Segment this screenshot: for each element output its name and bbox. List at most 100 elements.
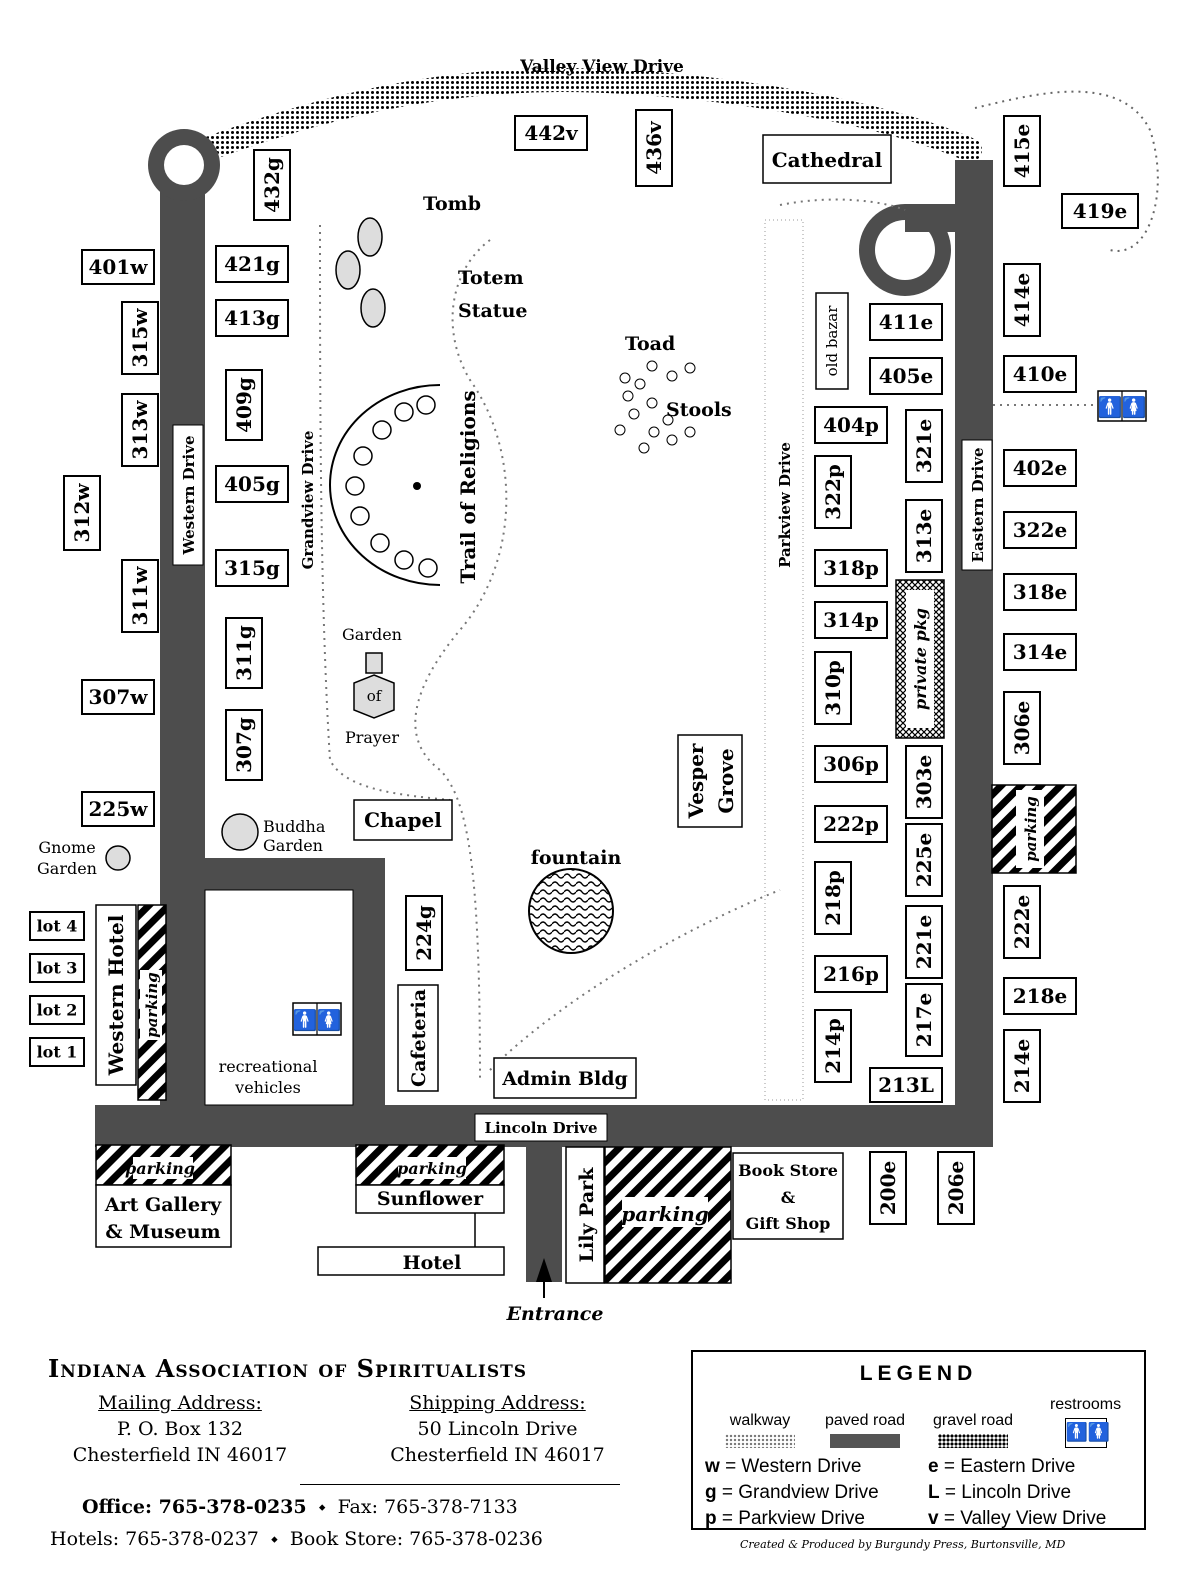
lot-box-e225 bbox=[905, 823, 943, 897]
hotel-label: Hotel bbox=[403, 1252, 462, 1274]
lot-label-p404: 404p bbox=[823, 413, 879, 437]
lot-label-e313: 313e bbox=[912, 509, 936, 563]
lot-box-w311 bbox=[121, 559, 159, 633]
label-bg bbox=[140, 970, 162, 1040]
legend-gravel: gravel road bbox=[923, 1412, 1023, 1448]
fountain-mark bbox=[528, 868, 614, 954]
lot-box-w307 bbox=[81, 679, 155, 715]
lot-box-p222 bbox=[814, 805, 888, 843]
legend-e-text: = Eastern Drive bbox=[943, 1456, 1076, 1477]
western-hotel-label: Western Hotel bbox=[104, 914, 128, 1076]
tomb-stone bbox=[357, 217, 383, 257]
trail-of-religions-stations bbox=[345, 395, 438, 578]
parking-label-art: parking bbox=[125, 1159, 195, 1178]
lot-label-g311: 311g bbox=[232, 625, 256, 681]
tomb-stone bbox=[335, 250, 361, 290]
stools-label: Stools bbox=[666, 399, 732, 421]
bullet-icon: ⬩ bbox=[264, 1528, 284, 1550]
shipping-address-label: Shipping Address: bbox=[409, 1392, 586, 1414]
entrance-label: Entrance bbox=[506, 1303, 604, 1325]
valley-view-drive-road bbox=[193, 67, 982, 162]
shipping-address-line-1: 50 Lincoln Drive bbox=[417, 1418, 578, 1440]
lot-label-g409: 409g bbox=[232, 377, 256, 433]
lot-label-p322: 322p bbox=[821, 464, 845, 520]
grove-label: Grove bbox=[714, 748, 738, 813]
cafeteria-label: Cafeteria bbox=[408, 989, 430, 1087]
parking-label-lily: parking bbox=[621, 1202, 708, 1226]
admin-bldg-label: Admin Bldg bbox=[501, 1068, 628, 1090]
lot-label-w225: 225w bbox=[89, 797, 149, 821]
legend-walkway: walkway bbox=[715, 1412, 805, 1448]
lot-box-g432 bbox=[253, 149, 291, 221]
lot-label-e303: 303e bbox=[912, 755, 936, 809]
parking-label-sunflower: parking bbox=[397, 1159, 467, 1178]
book-store-building bbox=[732, 1152, 844, 1240]
chapel-label: Chapel bbox=[364, 808, 442, 832]
art-gallery-building bbox=[95, 1184, 232, 1248]
garden-label-of: of bbox=[367, 687, 383, 705]
lot-box-p322 bbox=[814, 455, 852, 529]
eastern-roundabout-link bbox=[905, 204, 965, 232]
lot-label-e217: 217e bbox=[912, 993, 936, 1047]
lot-label-e405: 405e bbox=[879, 364, 933, 388]
mailing-address: Mailing Address: P. O. Box 132 Chesterfi… bbox=[60, 1392, 300, 1466]
label-bg bbox=[622, 1197, 708, 1227]
lot-label-g421: 421g bbox=[224, 252, 280, 276]
restrooms-icon: 🚹🚺 bbox=[1064, 1418, 1110, 1448]
lot-box-g421 bbox=[215, 245, 289, 283]
lot-label-e314: 314e bbox=[1013, 640, 1067, 664]
gnome-garden-label-1: Gnome bbox=[38, 838, 95, 857]
lot-box-lot2 bbox=[29, 995, 85, 1025]
cathedral-building bbox=[762, 134, 892, 184]
lot-box-w313 bbox=[121, 393, 159, 467]
lot-box-e214 bbox=[1003, 1029, 1041, 1103]
trail-center-point bbox=[413, 482, 421, 490]
walkway-east-loop bbox=[974, 90, 1159, 252]
lot-box-v442 bbox=[514, 115, 588, 151]
lot-box-g409 bbox=[225, 369, 263, 441]
gravel-swatch bbox=[938, 1434, 1008, 1448]
legend-L-key: L bbox=[928, 1482, 940, 1503]
lot-box-e313 bbox=[905, 499, 943, 573]
organization-name: Indiana Association of Spiritualists bbox=[48, 1354, 528, 1383]
toad-label: Toad bbox=[625, 333, 675, 355]
old-bazar-box bbox=[815, 292, 849, 390]
lot-label-e321: 321e bbox=[912, 419, 936, 473]
parkview-walkway bbox=[764, 219, 804, 1101]
lot-label-e306: 306e bbox=[1010, 701, 1034, 755]
svg-text:🚺: 🚺 bbox=[1122, 395, 1147, 419]
lot-label-e402: 402e bbox=[1013, 456, 1067, 480]
lot-box-e411 bbox=[869, 303, 943, 341]
trail-of-religions-arc bbox=[329, 384, 441, 586]
western-drive-label: Western Drive bbox=[180, 436, 198, 556]
lot-label-e222: 222e bbox=[1010, 895, 1034, 949]
restrooms-icon: 🚹 🚺 bbox=[292, 1002, 342, 1036]
legend-paved: paved road bbox=[815, 1412, 915, 1448]
lot-label-w315: 315w bbox=[128, 308, 152, 368]
lot-label-w312: 312w bbox=[70, 483, 94, 543]
lot-box-lot1 bbox=[29, 1037, 85, 1067]
legend-p: p = Parkview Drive bbox=[705, 1508, 865, 1530]
cafeteria-building bbox=[397, 984, 439, 1092]
label-bg bbox=[1016, 790, 1044, 868]
lot-label-p216: 216p bbox=[823, 962, 879, 986]
lot-label-p218: 218p bbox=[821, 870, 845, 926]
lot-label-e415: 415e bbox=[1010, 124, 1034, 178]
lot-box-e402 bbox=[1003, 449, 1077, 487]
legend-g-key: g bbox=[705, 1482, 717, 1503]
lot-label-e206: 206e bbox=[944, 1161, 968, 1215]
western-roundabout-island bbox=[164, 145, 204, 185]
lot-box-p310 bbox=[814, 651, 852, 725]
private-parking-label-bg bbox=[906, 590, 934, 728]
svg-text:🚺: 🚺 bbox=[317, 1008, 342, 1032]
lot-box-e221 bbox=[905, 905, 943, 979]
lot-label-e410: 410e bbox=[1013, 362, 1067, 386]
gnome-garden-label-2: Garden bbox=[37, 859, 97, 878]
lot-label-g432: 432g bbox=[260, 157, 284, 213]
lot-box-lot4 bbox=[29, 911, 85, 941]
lot-box-w225 bbox=[81, 791, 155, 827]
shipping-address-line-2: Chesterfield IN 46017 bbox=[390, 1444, 605, 1466]
legend-L: L = Lincoln Drive bbox=[928, 1482, 1071, 1504]
legend-g-text: = Grandview Drive bbox=[721, 1482, 879, 1503]
lot-label-p306: 306p bbox=[823, 752, 879, 776]
